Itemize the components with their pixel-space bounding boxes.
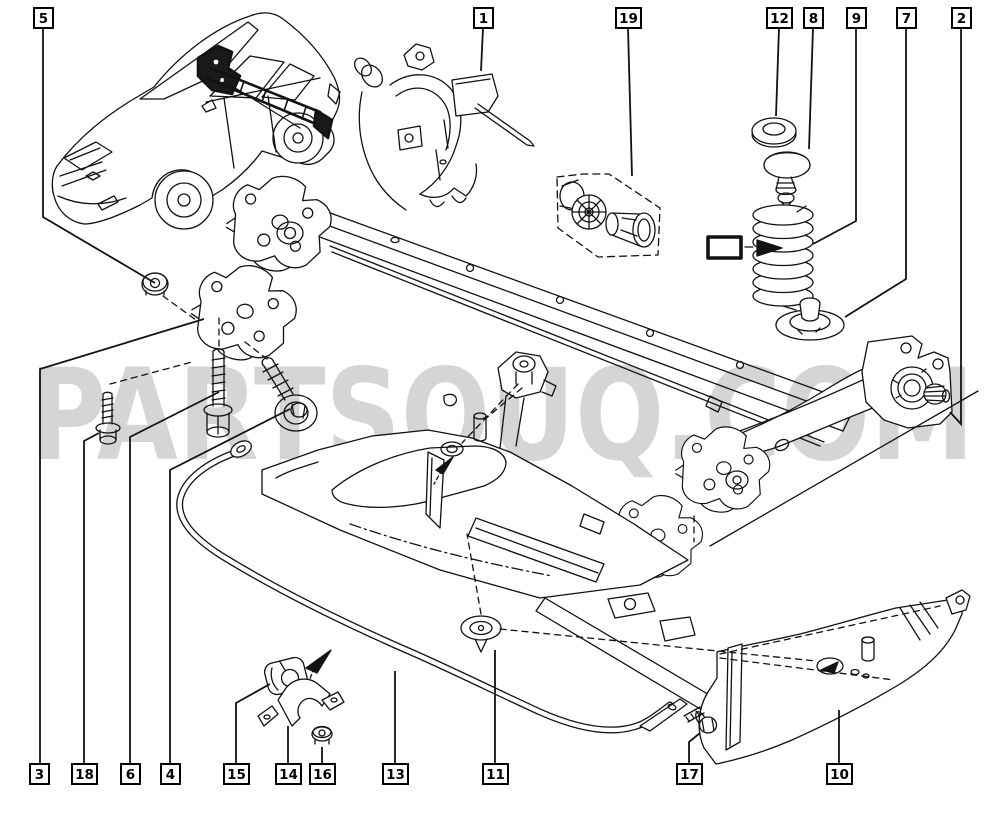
leader-line: [129, 391, 220, 764]
svg-text:8[interactable]: 8: [809, 11, 818, 27]
svg-text:15[interactable]: 15: [227, 767, 246, 783]
callout-3[interactable]: 3: [29, 763, 50, 785]
foglight: [97, 195, 119, 211]
renault-logo: [85, 171, 101, 181]
brake-pipe: [474, 103, 535, 147]
callout-5[interactable]: 5: [33, 7, 54, 29]
bushing-kit-boundary: [556, 173, 661, 258]
clamp-nut: [311, 725, 333, 745]
long-bolt-with-washer: [261, 357, 318, 432]
lower-spring-seat: [775, 297, 845, 341]
assembly-guide-lines: [109, 295, 817, 662]
grille: [59, 161, 107, 187]
callout-1[interactable]: 1: [473, 7, 494, 29]
leader-line: [812, 28, 857, 245]
callout-15[interactable]: 15: [223, 763, 250, 785]
svg-text:3[interactable]: 3: [35, 767, 44, 783]
callout-9[interactable]: 9: [846, 7, 867, 29]
leader-line: [83, 432, 100, 764]
arm-bolt: [683, 706, 718, 734]
svg-text:10[interactable]: 10: [830, 767, 849, 783]
lower-cross-band: [535, 592, 729, 720]
axle-location-overlay: [196, 44, 334, 140]
callout-7[interactable]: 7: [896, 7, 917, 29]
leader-line: [42, 28, 156, 284]
rear-wheel: [272, 112, 324, 164]
panel-edge-line: [709, 390, 979, 547]
svg-text:5[interactable]: 5: [39, 11, 48, 27]
svg-text:4[interactable]: 4: [166, 767, 175, 783]
leader-line: [808, 27, 814, 150]
wheel-hub: [861, 335, 953, 429]
pivot-bushing-right: [725, 470, 749, 490]
callout-8[interactable]: 8: [803, 7, 824, 29]
stabilizer-bushing: [263, 656, 309, 696]
svg-text:17[interactable]: 17: [680, 767, 699, 783]
callout-11[interactable]: 11: [482, 763, 509, 785]
callout-12[interactable]: 12: [766, 7, 793, 29]
assembly-arrow-icon: [820, 661, 839, 674]
callout-13[interactable]: 13: [382, 763, 409, 785]
leader-line: [169, 408, 291, 764]
svg-text:13[interactable]: 13: [386, 767, 405, 783]
welded-bracket-left: [223, 172, 335, 276]
callout-4[interactable]: 4: [160, 763, 181, 785]
spring-marker-box: [706, 235, 783, 260]
spacer-sleeve: [473, 415, 487, 442]
svg-text:18[interactable]: 18: [75, 767, 94, 783]
callout-19[interactable]: 19: [615, 7, 642, 29]
centering-cone: [460, 615, 502, 653]
callout-18[interactable]: 18: [71, 763, 98, 785]
coil-spring: [752, 204, 814, 311]
callout-10[interactable]: 10: [826, 763, 853, 785]
axle-bushing-outer: [605, 212, 656, 248]
headlight: [63, 141, 113, 171]
leader-line: [775, 27, 780, 117]
svg-text:11[interactable]: 11: [486, 767, 505, 783]
callout-16[interactable]: 16: [309, 763, 336, 785]
leader-lines: [39, 27, 962, 764]
leader-line: [480, 27, 484, 72]
leader-line: [949, 28, 962, 427]
medium-bolt: [203, 348, 233, 438]
right-lateral-arm: [698, 589, 971, 765]
svg-text:9[interactable]: 9: [852, 11, 861, 27]
axle-bushing: [559, 179, 607, 230]
flange-nut: [141, 272, 169, 296]
mirror: [201, 99, 217, 113]
svg-text:12[interactable]: 12: [770, 11, 789, 27]
svg-text:19[interactable]: 19: [619, 11, 638, 27]
leader-line: [39, 318, 205, 764]
leader-line: [844, 28, 907, 318]
svg-text:1[interactable]: 1: [479, 11, 488, 27]
leader-line: [235, 683, 271, 764]
svg-text:6[interactable]: 6: [126, 767, 135, 783]
callout-boxes: 5 1 19 12 8 9 7 2 3 18: [29, 7, 972, 785]
front-wheel: [154, 170, 214, 230]
pivot-bushing-left: [276, 221, 304, 245]
svg-text:14[interactable]: 14: [279, 767, 298, 783]
leader-line: [627, 27, 633, 177]
vehicle-illustration: [51, 12, 341, 230]
clip: [443, 393, 458, 407]
panel-grommet: [440, 441, 464, 457]
callout-6[interactable]: 6: [120, 763, 141, 785]
short-screw: [95, 391, 121, 445]
assembly-arrow-icon: [435, 456, 454, 475]
leader-line: [688, 732, 701, 764]
bump-stop: [763, 151, 811, 210]
svg-text:16[interactable]: 16: [313, 767, 332, 783]
svg-text:7[interactable]: 7: [902, 11, 911, 27]
left-lateral-arm: [331, 351, 557, 529]
callout-2[interactable]: 2: [951, 7, 972, 29]
svg-text:2[interactable]: 2: [957, 11, 966, 27]
callout-14[interactable]: 14: [275, 763, 302, 785]
stabilizer-bar: [176, 440, 688, 734]
callout-17[interactable]: 17: [676, 763, 703, 785]
axle-end-bracket: [353, 43, 535, 211]
spring-upper-washer: [751, 117, 797, 148]
assembly-arrow-icon: [305, 649, 332, 674]
stabilizer-clamp: [257, 678, 345, 727]
